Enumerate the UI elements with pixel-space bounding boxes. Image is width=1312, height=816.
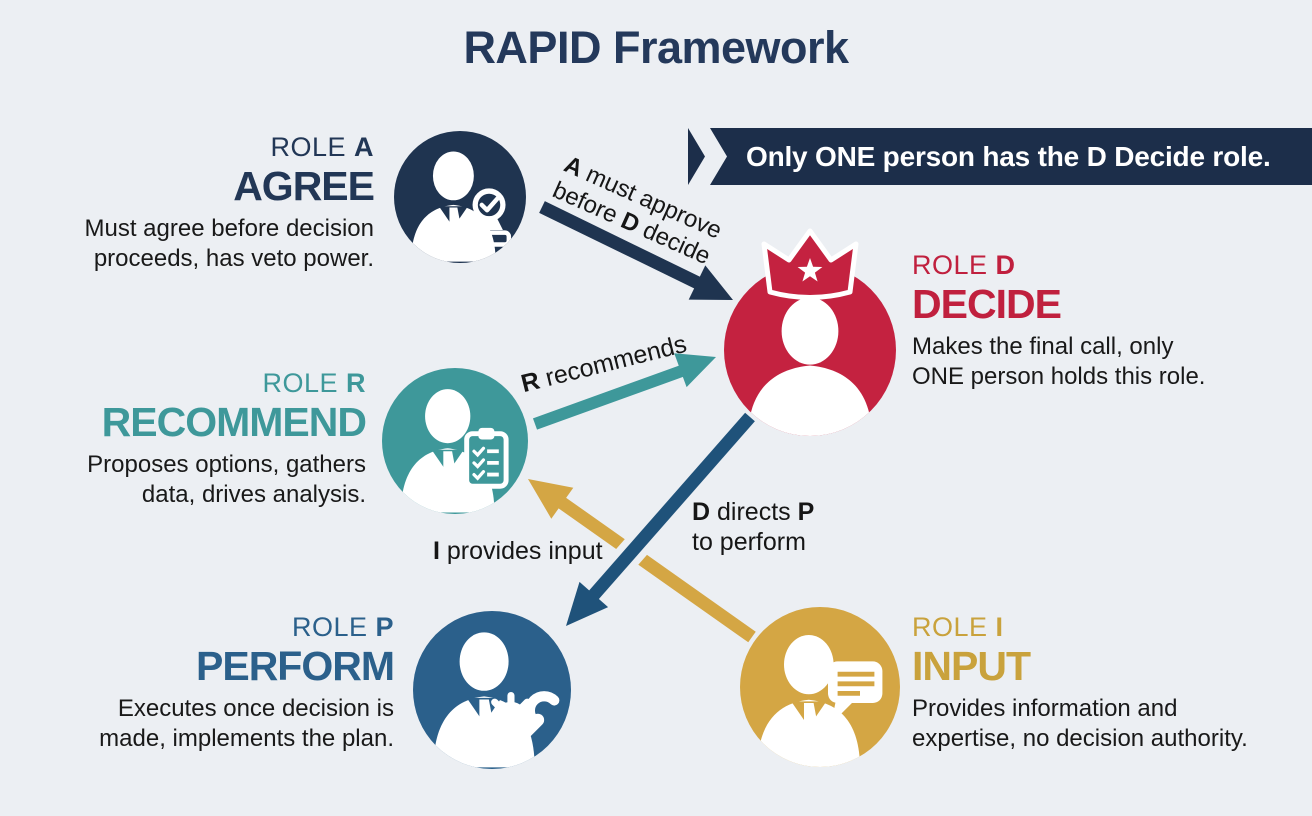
banner-text: Only ONE person has the D Decide role. bbox=[746, 141, 1271, 172]
crown-icon bbox=[761, 228, 859, 300]
role-p-name: PERFORM bbox=[196, 643, 395, 689]
arrow-d-to-p bbox=[566, 408, 761, 626]
recommend-person-clipboard-icon bbox=[382, 368, 528, 514]
role-agree-section: ROLE A AGREE Must agree before decision … bbox=[14, 132, 376, 274]
role-i-label: ROLE I bbox=[912, 612, 1004, 642]
role-a-name: AGREE bbox=[233, 163, 375, 209]
stamp-icon bbox=[466, 188, 512, 247]
role-i-description: Provides information and expertise, no d… bbox=[912, 695, 1248, 752]
page-title: RAPID Framework bbox=[463, 22, 849, 73]
role-i-name: INPUT bbox=[912, 643, 1031, 689]
role-a-label: ROLE A bbox=[270, 132, 374, 162]
arrowhead-icon bbox=[566, 581, 609, 626]
role-r-description: Proposes options, gathers data, drives a… bbox=[87, 451, 366, 508]
role-r-label: ROLE R bbox=[262, 368, 366, 398]
role-p-description: Executes once decision is made, implemen… bbox=[99, 695, 394, 752]
role-input-section: ROLE I INPUT Provides information and ex… bbox=[912, 612, 1312, 754]
arrow-r-to-d bbox=[532, 353, 716, 430]
checklist-clipboard-icon bbox=[464, 427, 509, 489]
wrench-icon bbox=[504, 691, 560, 754]
arrowhead-icon bbox=[688, 265, 733, 300]
role-d-label: ROLE D bbox=[912, 250, 1016, 280]
role-d-name: DECIDE bbox=[912, 281, 1062, 327]
decide-rule-banner: Only ONE person has the D Decide role. bbox=[710, 128, 1312, 185]
perform-person-tools-icon bbox=[413, 611, 571, 769]
role-a-description: Must agree before decision proceeds, has… bbox=[84, 215, 375, 272]
decide-person-icon bbox=[724, 264, 896, 436]
label-d-to-p: D directs P to perform bbox=[692, 498, 815, 556]
input-person-speech-icon bbox=[740, 607, 900, 767]
role-r-name: RECOMMEND bbox=[101, 399, 367, 445]
star-icon bbox=[797, 258, 823, 282]
role-d-description: Makes the final call, only ONE person ho… bbox=[912, 333, 1206, 390]
role-perform-section: ROLE P PERFORM Executes once decision is… bbox=[14, 612, 395, 754]
agree-person-stamp-icon bbox=[394, 131, 526, 263]
role-p-label: ROLE P bbox=[291, 612, 394, 642]
arrow-i-to-r bbox=[528, 479, 756, 643]
role-recommend-section: ROLE R RECOMMEND Proposes options, gathe… bbox=[0, 368, 367, 510]
speech-bubble-icon bbox=[828, 661, 883, 724]
label-i-to-r: I provides input bbox=[433, 537, 603, 565]
role-decide-section: ROLE D DECIDE Makes the final call, only… bbox=[912, 250, 1302, 392]
arrowhead-icon bbox=[674, 353, 716, 388]
arrowhead-icon bbox=[528, 479, 574, 519]
arrow-a-to-d bbox=[539, 201, 733, 300]
